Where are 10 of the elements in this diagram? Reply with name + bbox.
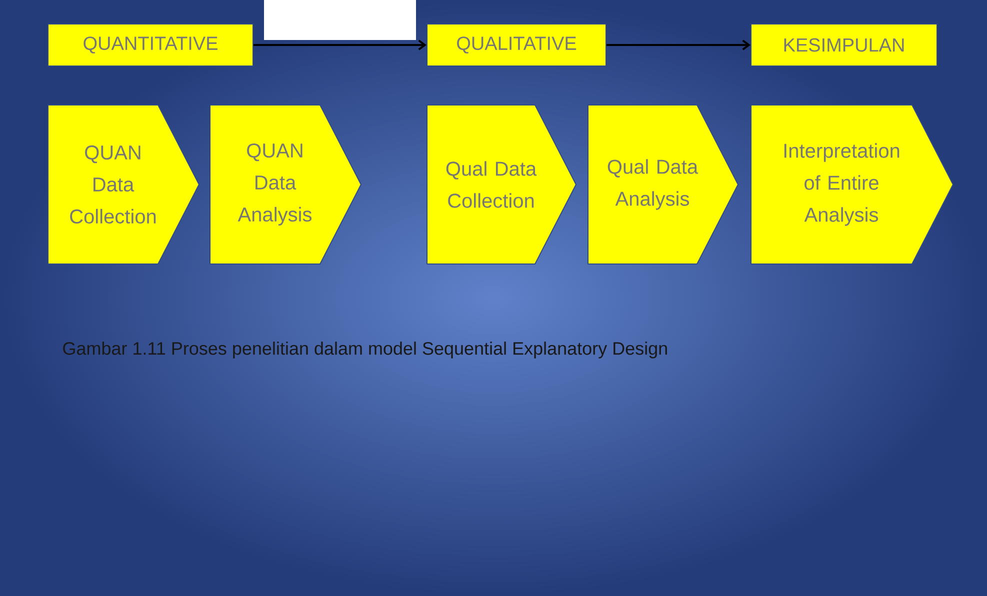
arrow <box>606 40 750 50</box>
phase-box: QUALITATIVE <box>426 24 606 66</box>
phase-box: QUANTITATIVE <box>48 24 254 66</box>
arrow <box>254 40 426 50</box>
chevron-step: Qual Data Collection <box>426 104 577 264</box>
chevron-step: QUAN Data Collection <box>48 104 200 264</box>
chevron-step: QUAN Data Analysis <box>210 104 362 264</box>
chevron-step: Qual Data Analysis <box>588 104 739 264</box>
caption: Gambar 1.11 Proses penelitian dalam model Sequential Explanatory Design <box>63 342 667 358</box>
phase-box: KESIMPULAN <box>750 24 938 66</box>
